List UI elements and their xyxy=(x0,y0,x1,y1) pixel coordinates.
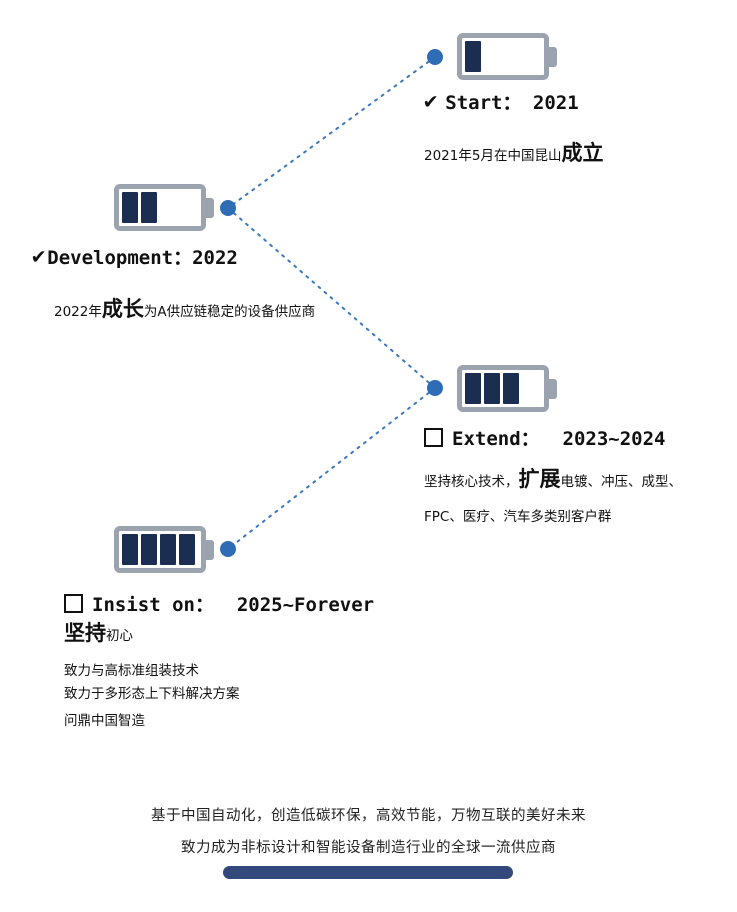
battery-body xyxy=(114,184,206,231)
milestone-title-development: ✔ Development：2022 xyxy=(32,243,238,270)
timeline-node-dot-2025 xyxy=(220,541,236,557)
battery-bar xyxy=(465,373,481,404)
battery-icon-level-1 xyxy=(457,33,557,80)
milestone-title-insist-on: Insist on： 2025~Forever xyxy=(64,590,374,617)
desc-text: 电镀、冲压、成型、FPC、医疗、汽车多类别客户群 xyxy=(424,474,682,525)
checkmark-icon: ✔ xyxy=(424,88,438,114)
milestone-title-text: Start： 2021 xyxy=(445,92,579,114)
timeline-node-dot-2023 xyxy=(427,380,443,396)
battery-bar xyxy=(484,373,500,404)
battery-bar xyxy=(160,534,176,565)
battery-nub xyxy=(206,197,214,218)
checkbox-icon xyxy=(64,594,83,613)
battery-body xyxy=(457,365,549,412)
checkmark-icon: ✔ xyxy=(32,243,46,269)
bullet-line: 问鼎中国智造 xyxy=(64,713,145,729)
milestone-desc-extend: 坚持核心技术，扩展电镀、冲压、成型、FPC、医疗、汽车多类别客户群 xyxy=(424,462,712,535)
bullet-line: 致力与高标准组装技术 xyxy=(64,663,199,679)
footer-slogan-line1: 基于中国自动化，创造低碳环保，高效节能，万物互联的美好未来 xyxy=(151,808,586,824)
milestone-desc-start: 2021年5月在中国昆山成立 xyxy=(424,142,603,167)
milestone-title-start: ✔ Start： 2021 xyxy=(424,88,579,115)
desc-text: 2022年 xyxy=(54,304,102,320)
battery-nub xyxy=(549,46,557,67)
desc-emphasis: 成立 xyxy=(561,141,604,165)
battery-bar xyxy=(179,534,195,565)
battery-bar xyxy=(141,534,157,565)
desc-emphasis: 坚持 xyxy=(64,621,106,645)
battery-bar xyxy=(122,534,138,565)
battery-bar xyxy=(122,192,138,223)
battery-nub xyxy=(549,378,557,399)
battery-body xyxy=(457,33,549,80)
battery-icon-level-2 xyxy=(114,184,214,231)
milestone-title-text: Extend： 2023~2024 xyxy=(452,428,666,450)
milestone-title-extend: Extend： 2023~2024 xyxy=(424,424,665,451)
desc-text: 为A供应链稳定的设备供应商 xyxy=(143,304,316,320)
milestone-desc-development: 2022年成长为A供应链稳定的设备供应商 xyxy=(54,298,315,323)
bullet-line: 致力于多形态上下料解决方案 xyxy=(64,686,240,702)
battery-icon-level-3 xyxy=(457,365,557,412)
desc-emphasis: 成长 xyxy=(101,297,144,321)
timeline-node-dot-2022 xyxy=(220,200,236,216)
battery-nub xyxy=(206,539,214,560)
footer-slogan-line2: 致力成为非标设计和智能设备制造行业的全球一流供应商 xyxy=(181,840,556,856)
battery-body xyxy=(114,526,206,573)
timeline-node-dot-2021 xyxy=(427,49,443,65)
battery-icon-level-4 xyxy=(114,526,214,573)
battery-bar xyxy=(503,373,519,404)
desc-text: 初心 xyxy=(106,628,133,644)
milestone-bullets-insist-on: 致力与高标准组装技术 致力于多形态上下料解决方案 问鼎中国智造 xyxy=(64,660,240,733)
desc-text: 坚持核心技术， xyxy=(424,474,519,490)
milestone-subtitle-insist-on: 坚持初心 xyxy=(64,622,133,647)
battery-bar xyxy=(141,192,157,223)
footer-accent-bar xyxy=(223,866,513,879)
battery-bar xyxy=(465,41,481,72)
desc-text: 2021年5月在中国昆山 xyxy=(424,148,562,164)
milestone-title-text: Insist on： 2025~Forever xyxy=(92,594,375,616)
milestone-title-text: Development：2022 xyxy=(47,247,238,269)
desc-emphasis: 扩展 xyxy=(518,467,561,491)
checkbox-icon xyxy=(424,428,443,447)
